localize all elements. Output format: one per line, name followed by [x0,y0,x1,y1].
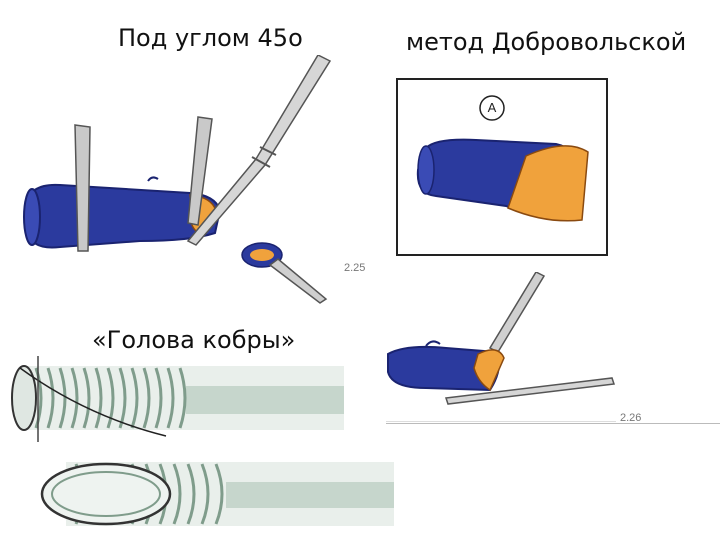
illustration-cobra-head-lower [36,456,396,532]
needle-holder [186,55,332,246]
graft-rings-upper [34,367,187,429]
caption-dobrovolskaya-method: метод Добровольской [406,28,687,56]
forceps-small [268,258,328,304]
inset-marker-circle [479,95,505,121]
suture-line [19,367,167,437]
vessel-flap-inset [507,145,589,222]
illustration-cobra-head-upper [6,356,346,442]
caption-cobra-head: «Голова кобры» [92,326,296,354]
caption-angle-45: Под углом 45o [118,24,303,52]
graft-opening-lower [40,462,172,526]
forceps-upper [488,272,546,353]
graft-opening-upper [11,365,37,431]
clamp-middle [187,116,213,226]
illustration-dobrovolskaya-anastomosis [386,272,616,422]
clamp-left [74,124,91,252]
figure-number-a: 2.25 [344,262,366,274]
vessel-flap-lower [473,349,505,392]
inset-marker-label: A [487,100,497,115]
figure-number-b: 2.26 [620,412,642,424]
illustration-angle-cut [20,55,390,305]
needle-holder-lower [444,377,616,405]
illustration-dobrovolskaya-inset: A [396,78,608,256]
vessel-lumen [23,188,41,246]
vessel-body [24,183,222,249]
divider-line [386,423,720,424]
